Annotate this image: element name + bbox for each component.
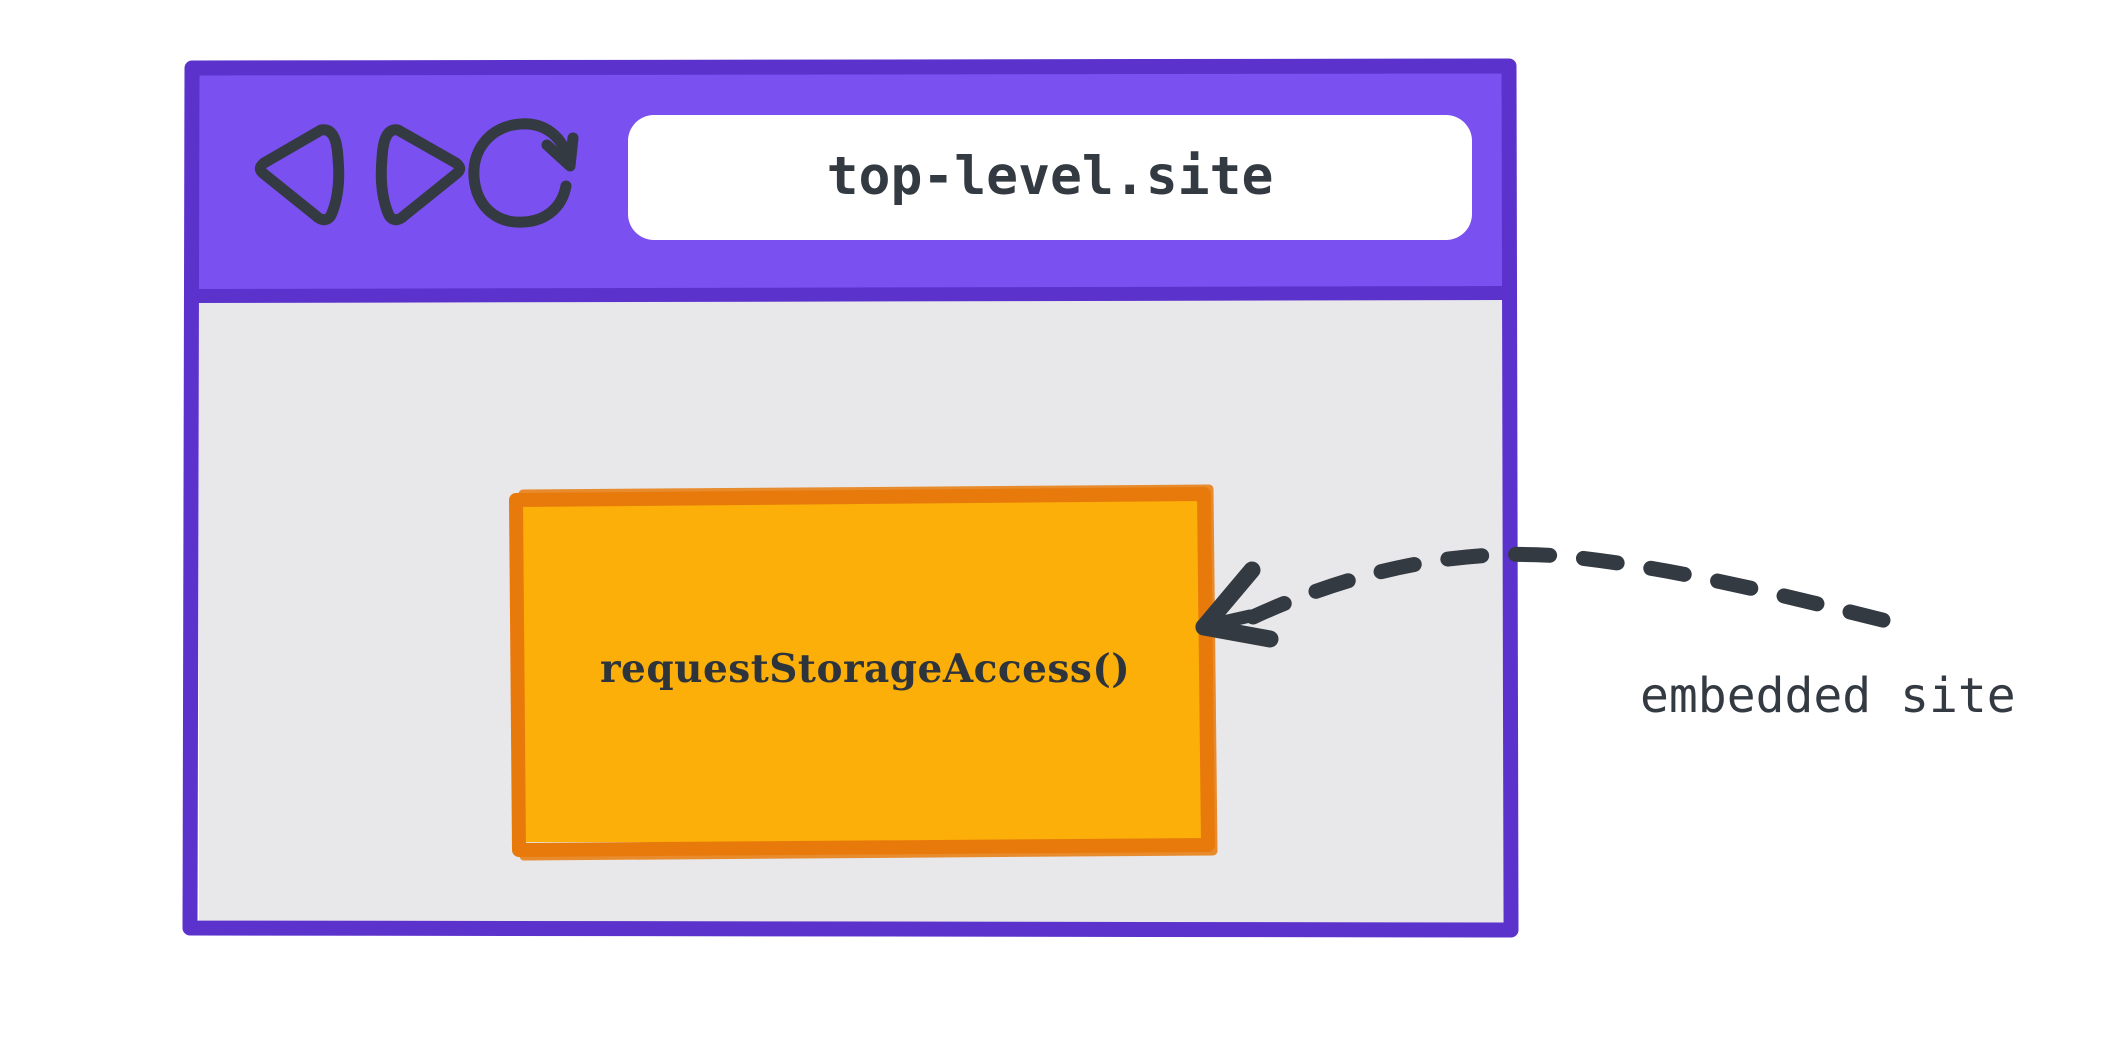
address-bar-background[interactable] bbox=[628, 115, 1472, 240]
address-bar[interactable]: top-level.site bbox=[628, 115, 1472, 240]
address-bar-value: top-level.site bbox=[827, 146, 1274, 207]
back-arrow-icon[interactable] bbox=[254, 124, 345, 226]
embedded-iframe-fill[interactable] bbox=[520, 497, 1205, 842]
forward-arrow-icon[interactable] bbox=[375, 124, 466, 226]
reload-button[interactable] bbox=[468, 118, 579, 228]
embedded-iframe-border bbox=[509, 487, 1215, 857]
browser-window-border bbox=[182, 58, 1519, 938]
browser-mock: top-level.site bbox=[182, 58, 1519, 938]
embedded-iframe-border-sketch bbox=[518, 484, 1218, 861]
embedded-iframe-label: requestStorageAccess() bbox=[600, 646, 1130, 692]
annotation-arrowhead-inner-icon bbox=[1203, 609, 1257, 632]
annotation-dashed-curve bbox=[1245, 546, 1923, 636]
reload-arrowhead-icon[interactable] bbox=[541, 132, 579, 172]
annotation-arrowhead-icon bbox=[1195, 561, 1261, 636]
reload-icon[interactable] bbox=[468, 118, 574, 228]
annotation-label: embedded site bbox=[1640, 668, 2016, 724]
annotation-arrow bbox=[1195, 546, 1923, 648]
back-button[interactable] bbox=[254, 124, 345, 226]
forward-button[interactable] bbox=[375, 124, 466, 226]
toolbar-divider bbox=[187, 286, 1515, 303]
embedded-iframe[interactable]: requestStorageAccess() bbox=[509, 484, 1218, 861]
